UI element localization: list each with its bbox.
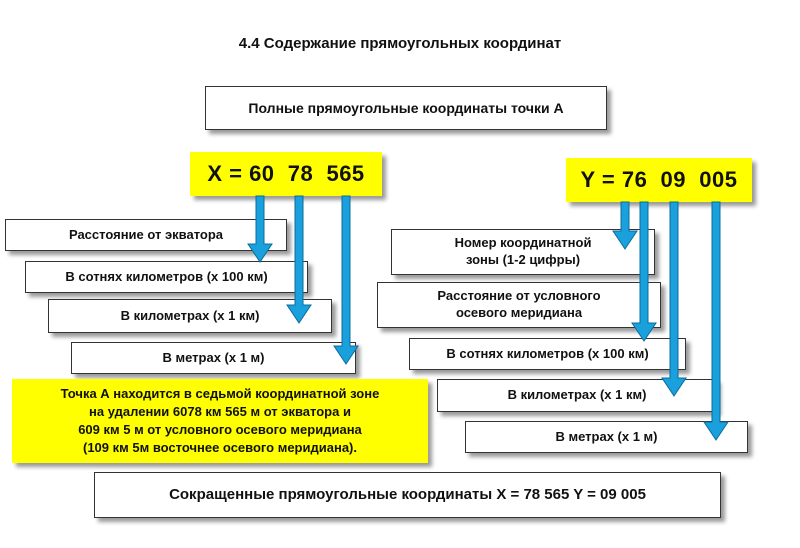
x-part-box-equator: Расстояние от экватора — [5, 219, 287, 251]
down-arrow — [703, 201, 729, 441]
x-coord-box: X = 60 78 565 — [190, 152, 382, 196]
short-coords-box: Сокращенные прямоугольные координаты X =… — [94, 472, 721, 518]
down-arrow — [612, 201, 638, 250]
down-arrow — [631, 201, 657, 342]
y-part-box-meridian: Расстояние от условного осевого меридиан… — [377, 282, 661, 328]
y-part-label: В километрах (х 1 км) — [507, 387, 647, 403]
x-part-label: Расстояние от экватора — [68, 226, 224, 242]
short-coords-label: Сокращенные прямоугольные координаты X =… — [169, 486, 646, 504]
down-arrow — [661, 201, 687, 397]
down-arrow — [286, 195, 312, 324]
x-part-label: В сотнях километров (х 100 км) — [65, 268, 268, 284]
note-line: (109 км 5м восточнее осевого меридиана). — [83, 440, 357, 456]
down-arrow — [247, 195, 273, 263]
x-part-label: В метрах (х 1 м) — [162, 349, 265, 365]
x-part-label: В километрах (х 1 км) — [120, 307, 260, 323]
y-part-label: В метрах (х 1 м) — [555, 428, 658, 444]
x-coord-value: X = 60 78 565 — [207, 161, 365, 186]
down-arrow — [333, 195, 359, 365]
note-line: 609 км 5 м от условного осевого меридиан… — [78, 422, 362, 437]
y-coord-value: Y = 76 09 005 — [580, 167, 738, 192]
full-coords-box: Полные прямоугольные координаты точки А — [205, 86, 607, 130]
x-part-box-km: В километрах (х 1 км) — [48, 299, 332, 333]
y-part-label: В сотнях километров (х 100 км) — [446, 345, 649, 361]
full-coords-label: Полные прямоугольные координаты точки А — [248, 99, 564, 116]
note-line: Точка А находится в седьмой координатной… — [60, 385, 380, 401]
y-part-label: Расстояние от условного осевого меридиан… — [437, 288, 601, 320]
y-part-label: Номер координатной зоны (1-2 цифры) — [454, 235, 592, 267]
y-part-box-meters: В метрах (х 1 м) — [465, 421, 748, 453]
page-title: 4.4 Содержание прямоугольных координат — [238, 35, 562, 52]
x-part-box-hundreds-km: В сотнях километров (х 100 км) — [25, 261, 308, 293]
y-part-box-zone: Номер координатной зоны (1-2 цифры) — [391, 229, 655, 275]
explanation-note: Точка А находится в седьмой координатной… — [12, 379, 428, 463]
y-part-box-hundreds-km: В сотнях километров (х 100 км) — [409, 338, 686, 370]
note-line: на удалении 6078 км 565 м от экватора и — [89, 403, 351, 419]
x-part-box-meters: В метрах (х 1 м) — [71, 342, 356, 374]
y-coord-box: Y = 76 09 005 — [566, 158, 752, 202]
